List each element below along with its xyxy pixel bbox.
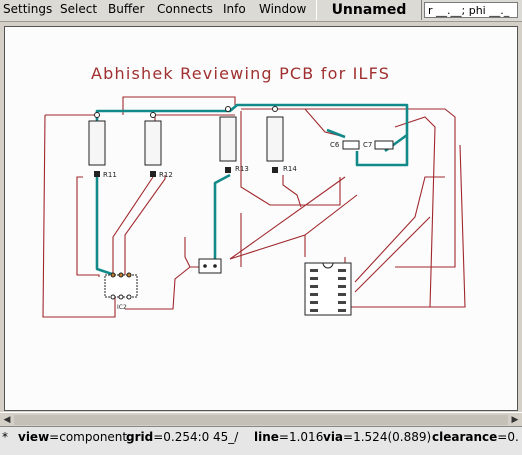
routed-tracks [95, 103, 409, 277]
capacitor-c7[interactable]: C7 [363, 140, 394, 150]
resistor-r14[interactable]: R14 [266, 106, 297, 174]
status-view: view=component [18, 430, 127, 444]
status-via-key: via [323, 430, 344, 444]
transistor-component[interactable] [198, 258, 222, 274]
scroll-left-icon[interactable]: ◀ [3, 415, 11, 425]
menu-bar: Settings Select Buffer Connects Info Win… [0, 0, 522, 22]
menu-connects[interactable]: Connects [157, 2, 213, 16]
label-r14: R14 [283, 165, 297, 173]
ratsnest-traces [42, 96, 466, 318]
label-ic2: IC2 [117, 304, 127, 311]
document-title: Unnamed [316, 0, 422, 20]
label-r13: R13 [235, 165, 249, 173]
status-via-value: =1.524(0.889) [343, 430, 432, 444]
scroll-right-icon[interactable]: ▶ [511, 415, 519, 425]
label-r12: R12 [159, 171, 173, 179]
status-angle: 45_/ [213, 430, 239, 444]
label-c7: C7 [363, 141, 372, 149]
resistor-r13[interactable]: R13 [219, 106, 249, 174]
status-modified-star: * [2, 430, 8, 444]
status-grid-key: grid [126, 430, 154, 444]
label-r11: R11 [103, 171, 117, 179]
pcb-drawing: Abhishek Reviewing PCB for ILFS [42, 64, 466, 318]
resistor-r12[interactable]: R12 [144, 112, 173, 180]
status-line: line=1.016 [254, 430, 323, 444]
connector-ic2[interactable]: IC2 [104, 272, 138, 311]
status-grid: grid=0.254:0 [126, 430, 209, 444]
status-via: via=1.524(0.889) [323, 430, 431, 444]
status-view-key: view [18, 430, 50, 444]
status-bar: * view=component grid=0.254:0 45_/ line=… [0, 426, 522, 455]
status-clearance: clearance=0. [432, 430, 519, 444]
menu-buffer[interactable]: Buffer [108, 2, 145, 16]
status-line-key: line [254, 430, 279, 444]
resistor-r11[interactable]: R11 [88, 112, 117, 180]
status-grid-value: =0.254:0 [153, 430, 210, 444]
menu-window[interactable]: Window [259, 2, 307, 16]
pcb-canvas[interactable]: Abhishek Reviewing PCB for ILFS [4, 26, 518, 411]
status-clearance-value: =0. [497, 430, 519, 444]
label-c6: C6 [330, 141, 340, 149]
horizontal-scrollbar[interactable]: ◀ ▶ [0, 412, 522, 427]
board-title: Abhishek Reviewing PCB for ILFS [91, 64, 390, 83]
coordinate-readout: r __.__; phi __._ [424, 2, 518, 18]
menu-settings[interactable]: Settings [3, 2, 53, 16]
menu-info[interactable]: Info [223, 2, 246, 16]
menu-select[interactable]: Select [60, 2, 98, 16]
dip-ic[interactable] [304, 262, 352, 316]
status-clearance-key: clearance [432, 430, 498, 444]
scrollbar-track[interactable] [14, 415, 508, 425]
capacitor-c6[interactable]: C6 [330, 140, 360, 150]
status-view-value: =component [49, 430, 128, 444]
status-line-value: =1.016 [278, 430, 324, 444]
